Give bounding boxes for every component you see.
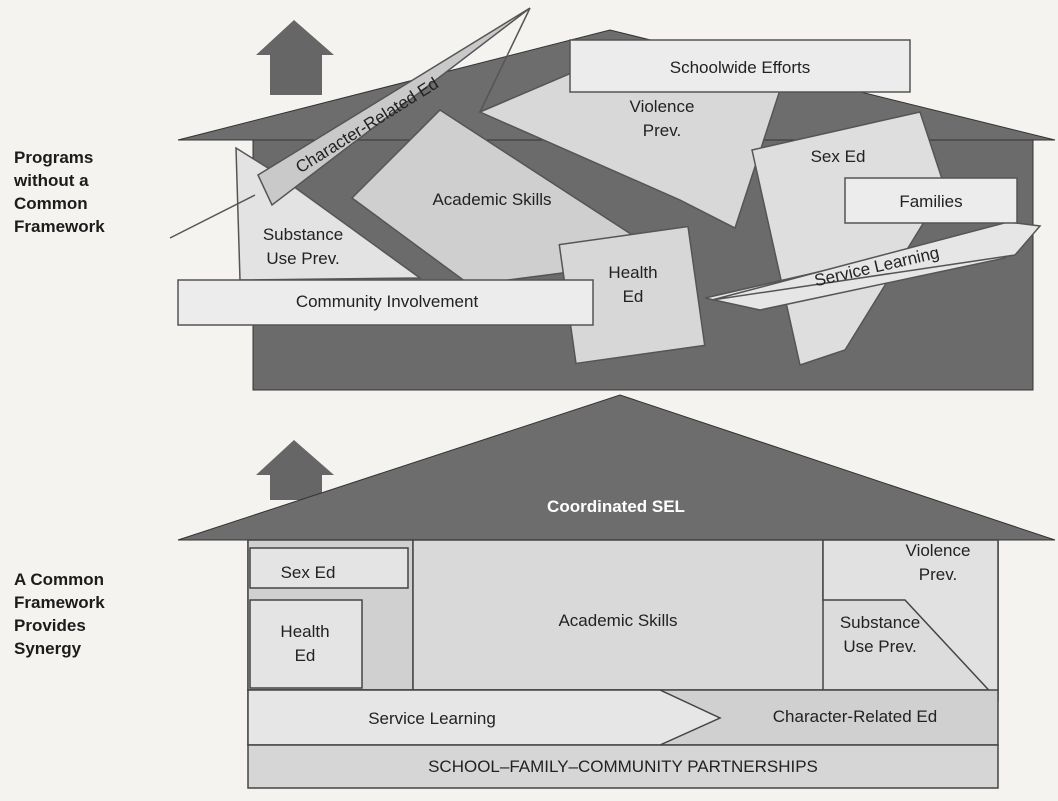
bottom-right-box (822, 539, 999, 702)
bottom-substance-label-1: Substance (840, 613, 920, 632)
top-sex-ed-label: Sex Ed (811, 147, 866, 166)
bottom-sex-ed-label: Sex Ed (281, 563, 336, 582)
top-community-piece (177, 279, 594, 326)
top-house: Character-Related Ed Schoolwide Efforts … (169, 7, 1056, 391)
top-substance-label-2: Use Prev. (266, 249, 339, 268)
top-service-arrow (711, 221, 1042, 301)
bottom-house: Coordinated SEL Sex Ed Health Ed Academi… (177, 394, 1056, 789)
top-schoolwide-label: Schoolwide Efforts (670, 58, 810, 77)
bottom-roof-label: Coordinated SEL (547, 497, 685, 516)
bottom-chimney (256, 440, 334, 500)
bottom-violence-label-2: Prev. (919, 565, 957, 584)
top-side-label: Programs without a Common Framework (14, 148, 105, 236)
bottom-health-label-1: Health (280, 622, 329, 641)
top-violence-label-1: Violence (630, 97, 695, 116)
top-families-label: Families (899, 192, 962, 211)
top-chimney (256, 20, 334, 95)
top-violence-label-2: Prev. (643, 121, 681, 140)
top-families-piece (844, 177, 1018, 224)
top-community-label: Community Involvement (296, 292, 479, 311)
bottom-character-label: Character-Related Ed (773, 707, 937, 726)
bottom-violence-label-1: Violence (906, 541, 971, 560)
bottom-partnerships-band (247, 744, 999, 789)
top-health-label-2: Ed (623, 287, 644, 306)
top-schoolwide-piece (569, 39, 911, 93)
bottom-health-box (249, 599, 363, 689)
bottom-academic-label: Academic Skills (558, 611, 677, 630)
bottom-academic-box (412, 539, 824, 691)
bottom-service-label: Service Learning (368, 709, 496, 728)
bottom-substance-label-2: Use Prev. (843, 637, 916, 656)
bottom-service-arrow (247, 689, 722, 746)
bottom-side-label: A Common Framework Provides Synergy (14, 570, 105, 658)
bottom-partnerships-label: SCHOOL–FAMILY–COMMUNITY PARTNERSHIPS (428, 757, 818, 776)
top-character-piece (257, 7, 531, 207)
top-academic-label: Academic Skills (432, 190, 551, 209)
top-substance-label-1: Substance (263, 225, 343, 244)
bottom-sex-ed-box (249, 547, 409, 589)
top-health-label-1: Health (608, 263, 657, 282)
bottom-health-label-2: Ed (295, 646, 316, 665)
